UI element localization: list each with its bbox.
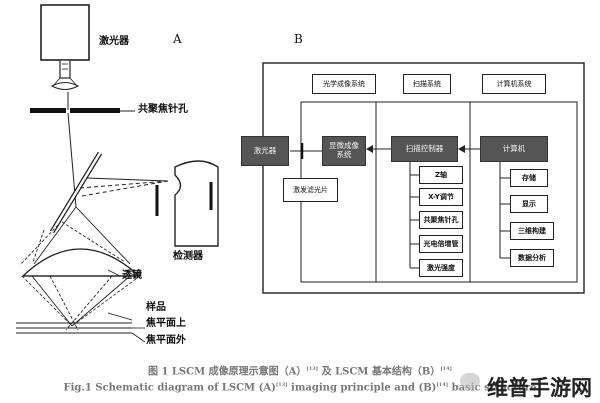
- microscope-box: 显微成像系统: [322, 136, 366, 166]
- scan-item-pmt: 光电倍增管: [419, 235, 463, 253]
- excitation-filter-box: 激发滤光片: [283, 178, 338, 202]
- scan-controller-box: 扫描控制器: [391, 136, 458, 162]
- lens-shape: [21, 248, 141, 277]
- focal-outside-label: 焦平面外: [146, 335, 186, 346]
- computer-box: 计算机: [480, 136, 548, 162]
- scan-item-pinhole: 共聚焦针孔: [419, 211, 463, 229]
- watermark-bubble-icon: [460, 373, 480, 389]
- detector-shape: [174, 160, 219, 247]
- watermark: 维普手游网: [487, 376, 592, 400]
- computer-item-3d: 三维构建: [510, 222, 554, 240]
- laser-body: [40, 4, 90, 61]
- caption-cn-ref-1: [13]: [306, 366, 319, 372]
- dichroic-mirror: [49, 151, 103, 234]
- computer-system-header: 计算机系统: [482, 74, 546, 94]
- computer-item-storage: 存储: [510, 169, 548, 187]
- panel-a-letter: A: [173, 32, 182, 46]
- optical-system-header: 光学成像系统: [312, 74, 376, 94]
- caption-chinese: 图 1 LSCM 成像原理示意图（A）[13] 及 LSCM 基本结构（B）[1…: [0, 367, 600, 377]
- caption-en-prefix: Fig.1 Schematic diagram of LSCM (A): [63, 382, 276, 394]
- detector-label: 检测器: [173, 251, 203, 262]
- pinhole-plate: [30, 108, 120, 113]
- laser-label: 激光器: [99, 36, 129, 47]
- caption-english: Fig.1 Schematic diagram of LSCM (A)[13] …: [0, 383, 600, 393]
- caption-en-ref-1: [13]: [275, 382, 288, 388]
- caption-en-tail: basic structure: [448, 382, 537, 394]
- sample-label: 样品: [146, 302, 166, 313]
- scan-system-header: 扫描系统: [403, 74, 451, 94]
- scan-item-z-axis: Z轴: [419, 166, 463, 184]
- scan-item-xy-adjust: X-Y调节: [419, 188, 463, 206]
- laser-lens-shape: [50, 82, 80, 90]
- computer-item-analysis: 数据分析: [510, 249, 554, 267]
- computer-item-display: 显示: [510, 195, 548, 213]
- caption-cn-mid: 及 LSCM 基本结构（B）: [318, 366, 441, 378]
- panel-b-letter: B: [294, 32, 303, 46]
- pinhole-label: 共聚焦针孔: [138, 104, 188, 115]
- lens-label: 透镜: [122, 270, 142, 281]
- caption-en-mid: imaging principle and (B): [287, 382, 437, 394]
- caption-cn-ref-2: [14]: [440, 366, 453, 372]
- caption-cn-prefix: 图 1 LSCM 成像原理示意图（A）: [147, 366, 307, 378]
- laser-box: 激光器: [241, 136, 289, 166]
- scan-item-laser-intensity: 激光强度: [419, 259, 463, 277]
- focal-above-label: 焦平面上: [146, 318, 186, 329]
- caption-en-ref-2: [14]: [436, 382, 449, 388]
